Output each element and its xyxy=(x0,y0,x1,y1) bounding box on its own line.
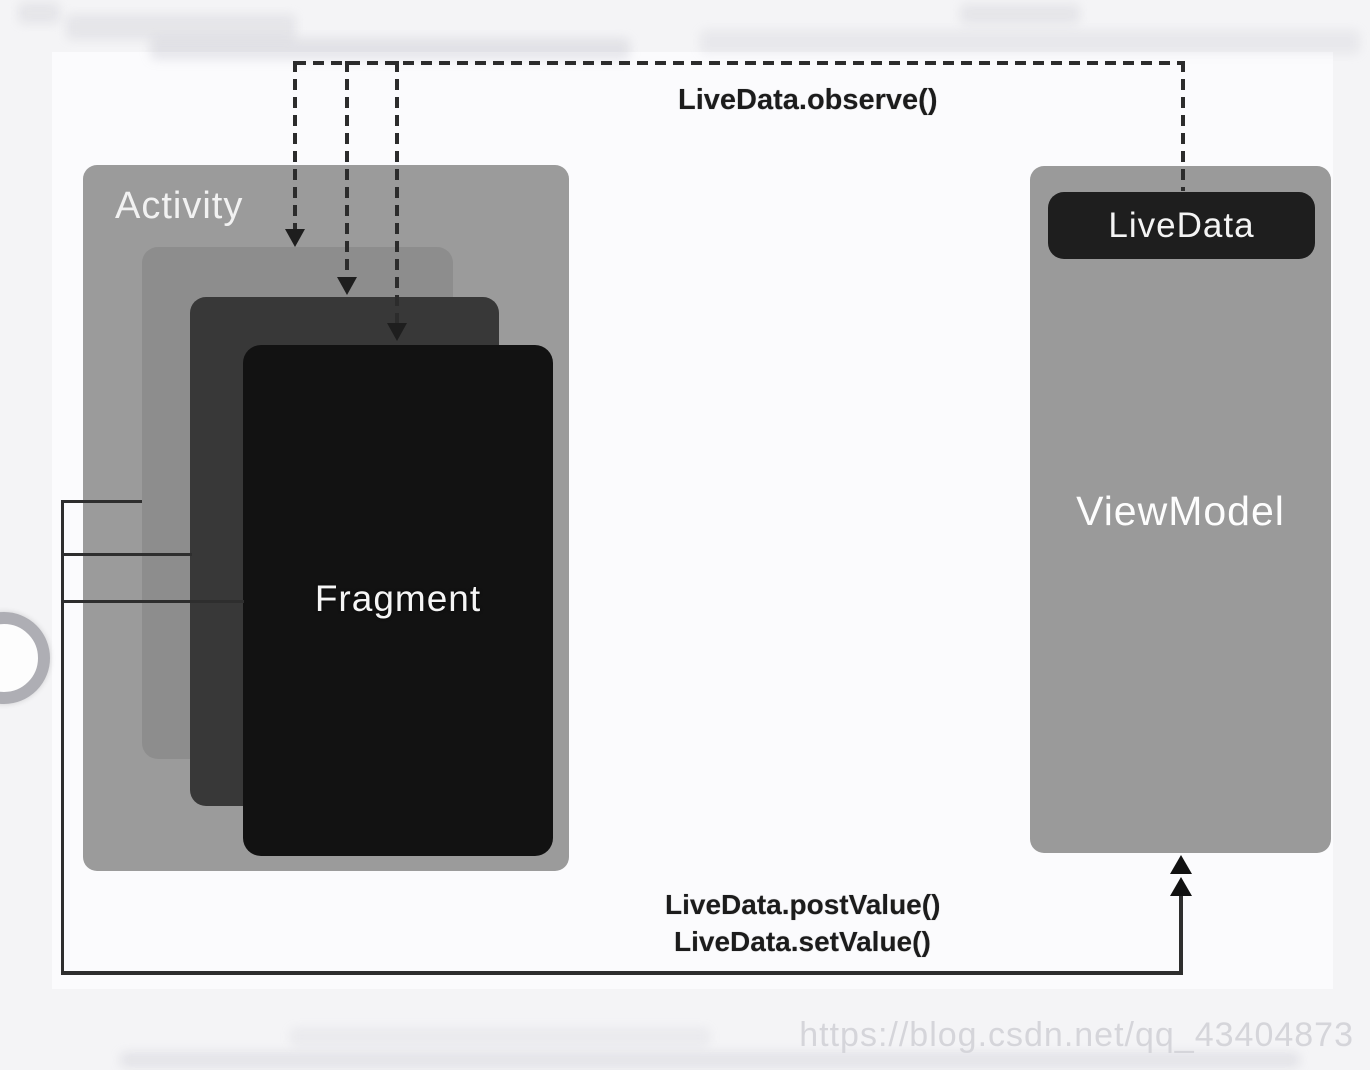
fragment-bracket-line-3 xyxy=(61,600,244,603)
ghost-artifact xyxy=(66,14,296,40)
observe-edge-drop-1 xyxy=(293,61,297,229)
observe-edge-livedata-drop xyxy=(1181,61,1185,191)
ghost-artifact xyxy=(700,30,1360,54)
ghost-artifact xyxy=(150,38,630,60)
postvalue-edge-label: LiveData.postValue() xyxy=(665,889,941,920)
observe-edge-drop-3 xyxy=(395,61,399,323)
setvalue-edge-bottom-line xyxy=(61,971,1183,975)
ghost-artifact xyxy=(120,1052,1300,1068)
setvalue-edge-right-stem xyxy=(1179,884,1183,974)
clipped-circle-artifact xyxy=(0,612,50,704)
activity-label: Activity xyxy=(115,185,244,227)
observe-edge-drop-2 xyxy=(345,61,349,277)
setvalue-edge-left-stem xyxy=(61,500,64,974)
arrowhead-up-icon xyxy=(1170,877,1192,896)
ghost-artifact xyxy=(960,4,1080,24)
livedata-label: LiveData xyxy=(1108,205,1255,245)
fragment-bracket-line-2 xyxy=(61,553,192,556)
viewmodel-box: LiveData ViewModel xyxy=(1030,166,1331,853)
setvalue-edge-label: LiveData.setValue() xyxy=(674,926,931,957)
csdn-watermark: https://blog.csdn.net/qq_43404873 xyxy=(799,1016,1354,1054)
fragment-layer-front: Fragment xyxy=(243,345,553,856)
livedata-chip: LiveData xyxy=(1048,192,1315,259)
ghost-artifact xyxy=(18,2,60,24)
arrowhead-up-icon xyxy=(1170,855,1192,874)
arrowhead-down-icon xyxy=(387,323,407,341)
viewmodel-label: ViewModel xyxy=(1076,488,1285,534)
observe-edge-label: LiveData.observe() xyxy=(678,84,938,116)
arrowhead-down-icon xyxy=(285,229,305,247)
arrowhead-down-icon xyxy=(337,277,357,295)
ghost-artifact xyxy=(290,1028,710,1046)
fragment-bracket-line-1 xyxy=(61,500,142,503)
fragment-label: Fragment xyxy=(314,578,482,619)
observe-edge-horizontal xyxy=(295,61,1184,65)
